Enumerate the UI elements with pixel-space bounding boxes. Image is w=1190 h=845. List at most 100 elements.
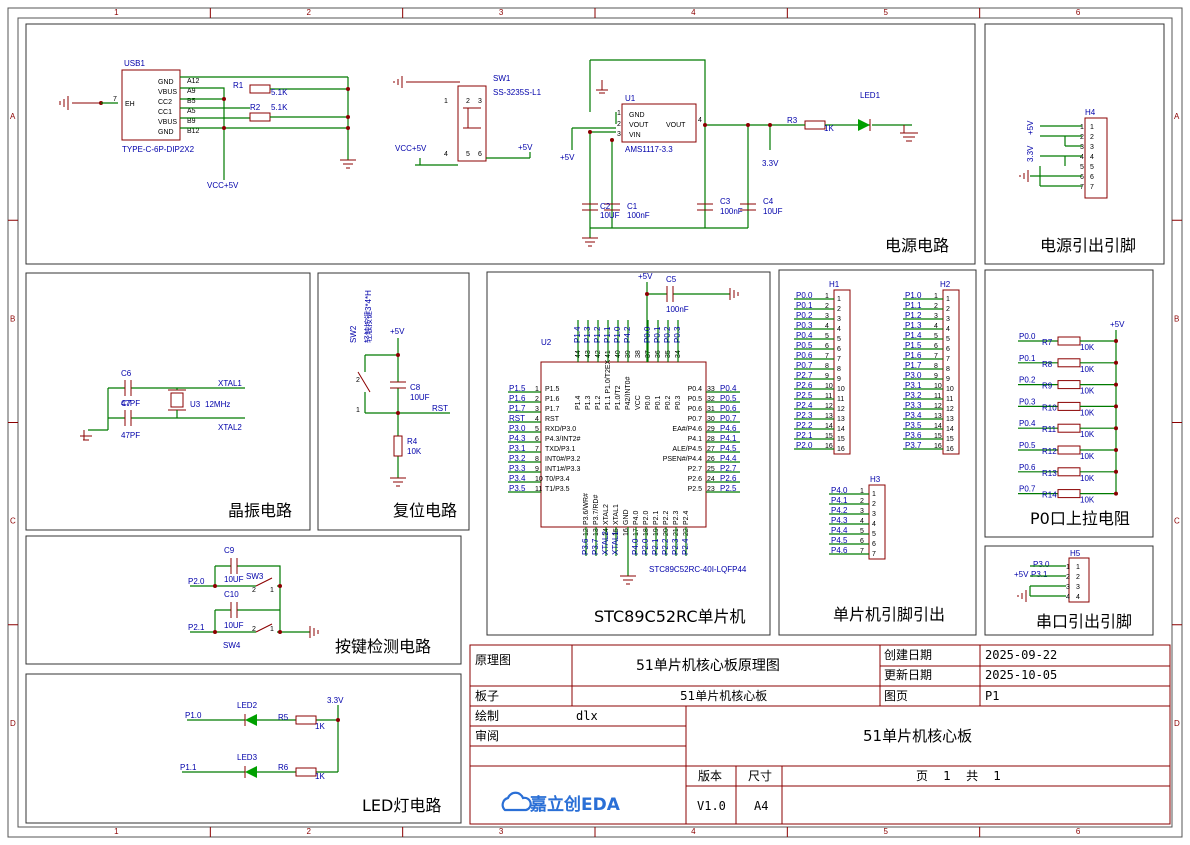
section-title-mcu: STC89C52RC单片机 <box>594 607 746 626</box>
h1-pin-num-inner: 1 <box>837 296 841 303</box>
h3-pin-num-inner: 7 <box>872 551 876 558</box>
h1-pin-num: 10 <box>825 383 833 390</box>
key-net-1: P2.0 <box>188 577 205 586</box>
mcu-pin-bottom: P3.6/WR# <box>583 493 590 525</box>
sw1-pin-4: 4 <box>444 151 448 158</box>
pullup-junction <box>1114 360 1118 365</box>
mcu-pin-right: P0.6 <box>688 406 703 413</box>
pullup-ref: R9 <box>1042 382 1053 391</box>
section-title-crystal: 晶振电路 <box>228 501 292 520</box>
mcu-pin-left: INT0#/P3.2 <box>545 456 581 463</box>
mcu-net-right: P2.6 <box>720 474 737 483</box>
c6-val: 47PF <box>121 399 140 408</box>
h3-net: P4.2 <box>831 506 848 515</box>
h4-pin-num-inner: 2 <box>1090 134 1094 141</box>
ruler-col: 4 <box>691 8 696 17</box>
mcu-pin-top: P42/INT0# <box>625 376 632 410</box>
usb-ref: USB1 <box>124 59 145 68</box>
sw2-ref: SW2 <box>349 325 358 343</box>
mcu-pin-bottom: XTAL1 <box>613 504 620 525</box>
h2-pin-num-inner: 6 <box>946 346 950 353</box>
h3-pin-num-inner: 4 <box>872 521 876 528</box>
c2-val: 10UF <box>600 211 620 220</box>
tb-updated-label: 更新日期 <box>884 667 932 682</box>
h3-pin-num: 3 <box>860 508 864 515</box>
h2-pin-num: 16 <box>934 443 942 450</box>
h2-pin-num: 13 <box>934 413 942 420</box>
r1-ref: R1 <box>233 81 244 90</box>
mcu-net-bottom: P2.3 <box>671 538 680 555</box>
mcu-net-top: P1.2 <box>593 326 602 343</box>
mcu-pin-num: 31 <box>707 406 715 413</box>
h3-net: P4.6 <box>831 546 848 555</box>
mcu-pin-left: TXD/P3.1 <box>545 446 575 453</box>
mcu-pin-num: 38 <box>635 350 642 358</box>
section-title-led: LED灯电路 <box>362 796 441 815</box>
h1-pin-num: 6 <box>825 343 829 350</box>
r4-ref: R4 <box>407 437 418 446</box>
r5-val: 1K <box>315 722 325 731</box>
h1-pin-num: 16 <box>825 443 833 450</box>
mcu-pin-right: P4.1 <box>688 436 703 443</box>
mcu-pin-num: 28 <box>707 436 715 443</box>
h1-pin-num: 1 <box>825 293 829 300</box>
mcu-net-bottom: P2.4 <box>681 538 690 555</box>
mcu-pin-num: 33 <box>707 386 715 393</box>
r4-val: 10K <box>407 447 422 456</box>
h2-net: P3.3 <box>905 401 922 410</box>
sw3-ref: SW3 <box>246 572 264 581</box>
mcu-net-bottom: P2.1 <box>651 538 660 555</box>
mcu-net-right: P0.4 <box>720 384 737 393</box>
mcu-pin-left: P1.7 <box>545 406 560 413</box>
usb-pin-num: A9 <box>187 88 196 95</box>
h1-pin-num: 2 <box>825 303 829 310</box>
mcu-circuit: U2 STC89C52RC-40I-LQFP44 +5V C5 100nF P1… <box>508 272 747 585</box>
pullup-net: P0.6 <box>1019 463 1036 472</box>
mcu-net-left: P3.3 <box>509 464 526 473</box>
c10-ref: C10 <box>224 590 239 599</box>
u1-num-2: 2 <box>617 121 621 128</box>
h4-pin-num: 2 <box>1080 134 1084 141</box>
h1-pin-num: 3 <box>825 313 829 320</box>
h2-net: P1.7 <box>905 361 922 370</box>
mcu-pin-num: 11 <box>535 486 542 493</box>
usb-pin-name: VBUS <box>158 89 177 96</box>
h3-net: P4.0 <box>831 486 848 495</box>
mcu-pin-left: T0/P3.4 <box>545 476 570 483</box>
h1-pin-num-inner: 13 <box>837 416 845 423</box>
usb-part: TYPE-C-6P-DIP2X2 <box>122 145 195 154</box>
usb-pin-num: B5 <box>187 98 196 105</box>
h1-net: P2.6 <box>796 381 813 390</box>
h1-net: P2.1 <box>796 431 813 440</box>
sw4-pin-2: 2 <box>252 626 256 633</box>
h1-pin-num-inner: 7 <box>837 356 841 363</box>
mcu-pin-top: P1.4 <box>575 395 582 410</box>
ruler-col: 2 <box>307 8 312 17</box>
pullup-resistor <box>1057 380 1081 390</box>
mcu-pin-right: PSEN#/P4.4 <box>663 456 702 463</box>
usb-pin-name: GND <box>158 79 174 86</box>
pullup-val: 10K <box>1080 408 1095 417</box>
led2-ref: LED2 <box>237 701 258 710</box>
mcu-net-top: P1.0 <box>613 326 622 343</box>
h1-net: P0.3 <box>796 321 813 330</box>
mcu-pin-bottom: P2.0 <box>643 510 650 525</box>
h3-pin-num-inner: 6 <box>872 541 876 548</box>
h5-pin-num-inner: 1 <box>1076 564 1080 571</box>
mcu-net-right: P2.7 <box>720 464 737 473</box>
mcu-net-left: P3.0 <box>509 424 526 433</box>
xtal2-net: XTAL2 <box>218 423 242 432</box>
h1-pin-num: 5 <box>825 333 829 340</box>
serial-net-p31: P3.1 <box>1031 570 1048 579</box>
mcu-pin-top: P1.3 <box>585 395 592 410</box>
h2-net: P1.0 <box>905 291 922 300</box>
mcu-pin-top: P0.3 <box>675 395 682 410</box>
h2-pin-num: 11 <box>934 393 941 400</box>
h2-pin-num: 9 <box>934 373 938 380</box>
out-label: 3.3V <box>762 159 779 168</box>
tb-created-label: 创建日期 <box>884 648 932 662</box>
h3-pin-num: 4 <box>860 518 864 525</box>
u1-pin-vout2: VOUT <box>666 122 686 129</box>
usb-pin-name: CC2 <box>158 99 172 106</box>
